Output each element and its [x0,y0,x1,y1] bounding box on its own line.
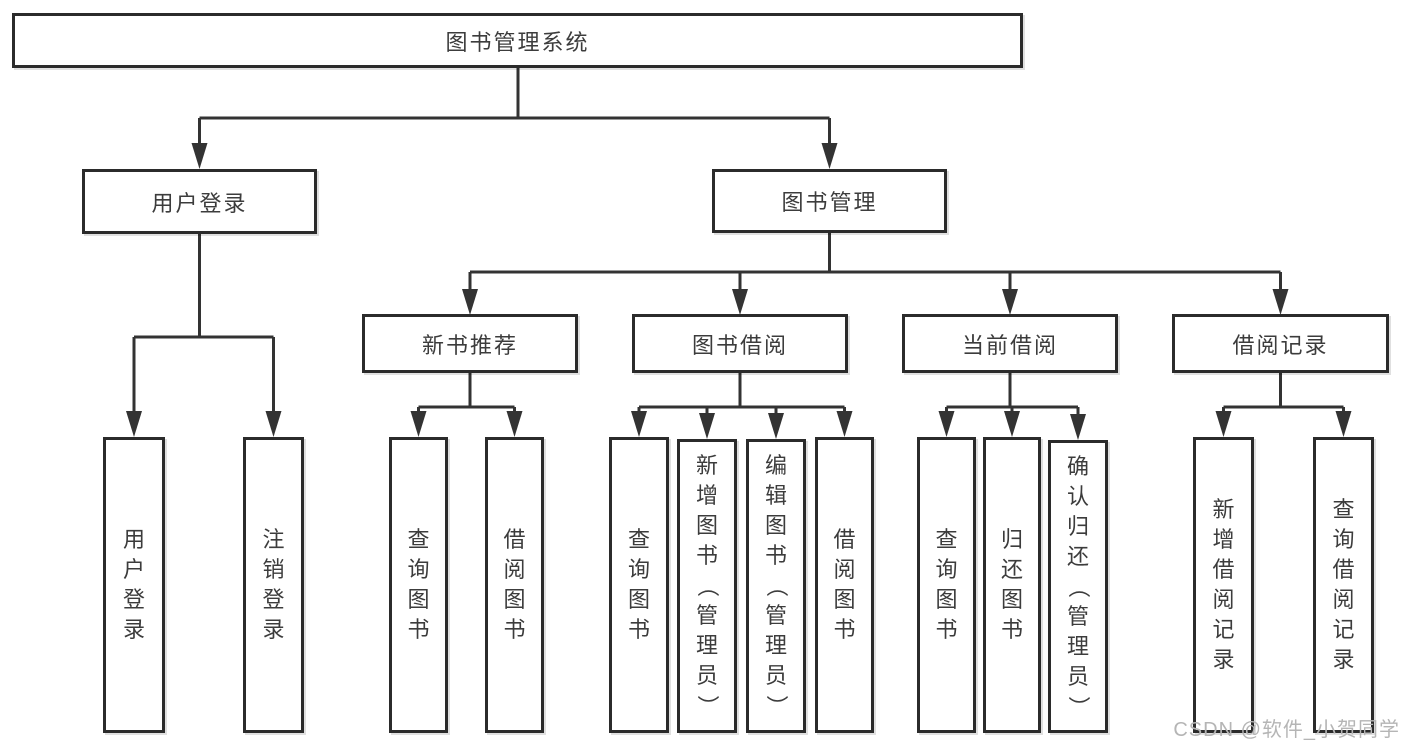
node-leaf-logout: 注销登录 [243,437,304,733]
node-leaf-query-books-2: 查询图书 [609,437,669,733]
node-leaf-query-books-1-label: 查询图书 [407,527,430,642]
node-user-login: 用户登录 [82,169,317,234]
node-current-borrowing-label: 当前借阅 [961,332,1058,358]
node-book-management-label: 图书管理 [781,190,878,215]
node-leaf-user-login: 用户登录 [103,437,165,733]
node-borrowing-records: 借阅记录 [1172,314,1389,373]
node-leaf-query-books-1: 查询图书 [389,437,448,733]
arrowheads [126,143,1352,440]
node-leaf-borrow-books-2: 借阅图书 [815,437,874,733]
node-leaf-borrow-books-1: 借阅图书 [485,437,544,733]
node-leaf-borrow-books-1-label: 借阅图书 [503,527,526,642]
node-leaf-query-borrow-record-label: 查询借阅记录 [1332,497,1355,672]
node-book-borrowing: 图书借阅 [632,314,848,373]
node-leaf-query-books-2-label: 查询图书 [627,527,650,642]
node-leaf-return-books: 归还图书 [983,437,1041,733]
node-new-book-recommend-label: 新书推荐 [421,332,518,358]
node-leaf-query-borrow-record: 查询借阅记录 [1313,437,1374,733]
node-leaf-add-book-admin-label: 新增图书（管理员） [695,453,720,717]
node-leaf-confirm-return-admin: 确认归还（管理员） [1048,440,1108,733]
node-borrowing-records-label: 借阅记录 [1232,332,1329,358]
node-leaf-confirm-return-admin-label: 确认归还（管理员） [1066,453,1091,718]
node-leaf-add-book-admin: 新增图书（管理员） [677,439,737,733]
node-leaf-add-borrow-record-label: 新增借阅记录 [1212,497,1235,672]
node-leaf-logout-label: 注销登录 [262,527,285,642]
node-leaf-add-borrow-record: 新增借阅记录 [1193,437,1254,733]
node-leaf-edit-book-admin-label: 编辑图书（管理员） [764,453,789,717]
csdn-watermark: CSDN @软件_小贺同学 [1173,719,1400,741]
node-leaf-return-books-label: 归还图书 [1000,527,1023,642]
node-leaf-query-books-3-label: 查询图书 [935,527,958,642]
node-new-book-recommend: 新书推荐 [362,314,578,373]
node-leaf-edit-book-admin: 编辑图书（管理员） [746,439,806,733]
node-book-borrowing-label: 图书借阅 [691,332,788,358]
node-library-management-system: 图书管理系统 [12,13,1023,68]
node-leaf-borrow-books-2-label: 借阅图书 [833,527,856,642]
node-leaf-user-login-label: 用户登录 [122,527,145,642]
node-leaf-query-books-3: 查询图书 [917,437,976,733]
node-book-management: 图书管理 [712,169,947,233]
node-current-borrowing: 当前借阅 [902,314,1118,373]
node-library-management-system-label: 图书管理系统 [445,29,590,55]
node-user-login-label: 用户登录 [151,190,248,216]
